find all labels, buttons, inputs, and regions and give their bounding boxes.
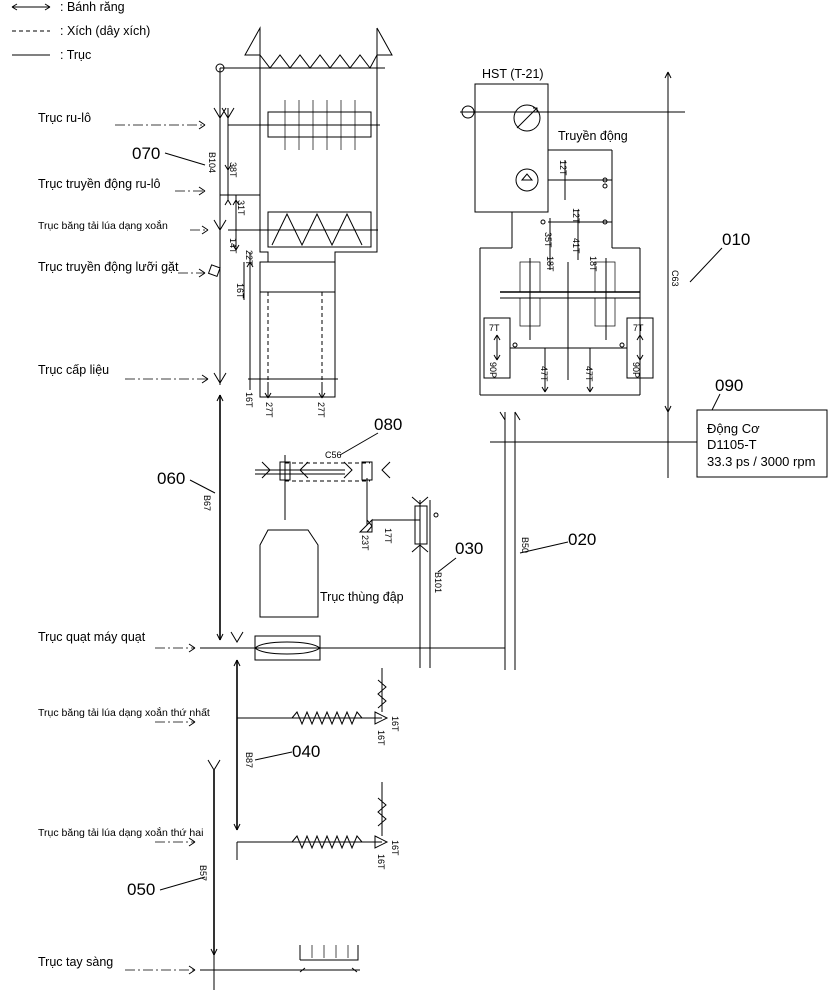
header-gear-labels: B104 38T 31T 14T 22T 16T 16T 27T 27T (207, 152, 326, 418)
label-fan-shaft: Trục quạt máy quạt (38, 630, 146, 644)
callout-050: 050 (127, 880, 155, 899)
lower-labels: B67 B50 B101 B87 B57 C63 16T 16T 16T 16T (198, 270, 680, 881)
gear-27t-a: 27T (264, 402, 274, 418)
belt-b104: B104 (207, 152, 217, 173)
gear-12t-b: 12T (571, 208, 581, 224)
gear-17t: 17T (383, 528, 393, 544)
callout-020: 020 (568, 530, 596, 549)
hst-drive-label: Truyền động (558, 129, 628, 143)
engine-power: 33.3 ps / 3000 rpm (707, 454, 815, 469)
label-spiral-conveyor-2-shaft: Trục băng tải lúa dạng xoắn thứ hai (38, 826, 203, 839)
gear-27t-b: 27T (316, 402, 326, 418)
hst-title: HST (T-21) (482, 67, 544, 81)
legend-chain-text: : Xích (dây xích) (60, 24, 150, 38)
gear-16t-d: 16T (376, 730, 386, 746)
belt-b87: B87 (244, 752, 254, 768)
belt-b101: B101 (433, 572, 443, 593)
chain-c63: C63 (670, 270, 680, 287)
hst-transmission: HST (T-21) Truyền động (460, 67, 685, 396)
gear-16t-c: 16T (390, 716, 400, 732)
gear-12t-a: 12T (558, 160, 568, 176)
engine-model: D1105-T (707, 437, 757, 452)
gear-14t: 14T (228, 238, 238, 254)
label-roller-drive-shaft: Trục truyền động ru-lô (38, 177, 161, 191)
callout-090: 090 (715, 376, 743, 395)
belt-b67: B67 (202, 495, 212, 511)
label-spiral-conveyor-1-shaft: Trục băng tải lúa dạng xoắn thứ nhất (38, 706, 210, 719)
gear-41t: 41T (571, 238, 581, 254)
gear-22t: 22T (244, 250, 254, 266)
label-cutter-drive-shaft: Trục truyền động lưỡi gặt (38, 260, 179, 274)
gear-16t-b: 16T (244, 392, 254, 408)
gear-90p-a: 90P (488, 362, 498, 378)
shaft-labels: Trục ru-lô Trục truyền động ru-lô Trục b… (38, 111, 404, 969)
gear-16t-e: 16T (390, 840, 400, 856)
gear-38t: 38T (228, 162, 238, 178)
gear-16t-a: 16T (235, 283, 245, 299)
gear-35t: 35T (543, 232, 553, 248)
callout-010: 010 (722, 230, 750, 249)
label-roller-shaft: Trục ru-lô (38, 111, 91, 125)
gear-7t-b: 7T (633, 323, 644, 333)
belt-b57: B57 (198, 865, 208, 881)
gear-18t-b: 18T (588, 256, 598, 272)
label-thresher-drum-shaft: Trục thùng đập (320, 590, 404, 604)
callouts: 070 010 090 080 060 030 020 040 050 (127, 144, 750, 899)
gear-47t-a: 47T (539, 366, 549, 382)
callout-030: 030 (455, 539, 483, 558)
callout-040: 040 (292, 742, 320, 761)
gear-7t-a: 7T (489, 323, 500, 333)
legend-shaft-text: : Trục (60, 48, 91, 62)
label-feeder-shaft: Trục cấp liệu (38, 363, 109, 377)
thresher (255, 455, 439, 668)
chain-c56: C56 (325, 450, 342, 460)
legend: : Bánh răng : Xích (dây xích) : Trục (11, 0, 150, 62)
header-mechanism (207, 26, 393, 399)
gear-31t: 31T (236, 200, 246, 216)
gear-18t-a: 18T (545, 256, 555, 272)
callout-060: 060 (157, 469, 185, 488)
label-leaders (115, 120, 209, 975)
belt-b50: B50 (520, 537, 530, 553)
label-spiral-conveyor-shaft: Trục băng tải lúa dạng xoắn (38, 219, 168, 232)
legend-gear-text: : Bánh răng (60, 0, 125, 14)
callout-080: 080 (374, 415, 402, 434)
label-sieve-shaft: Trục tay sàng (38, 955, 113, 969)
thresher-labels: C56 23T 17T (325, 450, 393, 551)
callout-070: 070 (132, 144, 160, 163)
gear-90p-b: 90P (631, 362, 641, 378)
hst-gear-labels: 12T 12T 35T 41T 18T 18T 7T 7T 90P 90P 47… (488, 160, 644, 382)
engine-name: Động Cơ (707, 421, 760, 436)
fan-and-lower (200, 394, 505, 990)
engine: Động Cơ D1105-T 33.3 ps / 3000 rpm (490, 71, 828, 670)
gear-47t-b: 47T (584, 366, 594, 382)
gear-23t: 23T (360, 535, 370, 551)
gear-16t-f: 16T (376, 854, 386, 870)
